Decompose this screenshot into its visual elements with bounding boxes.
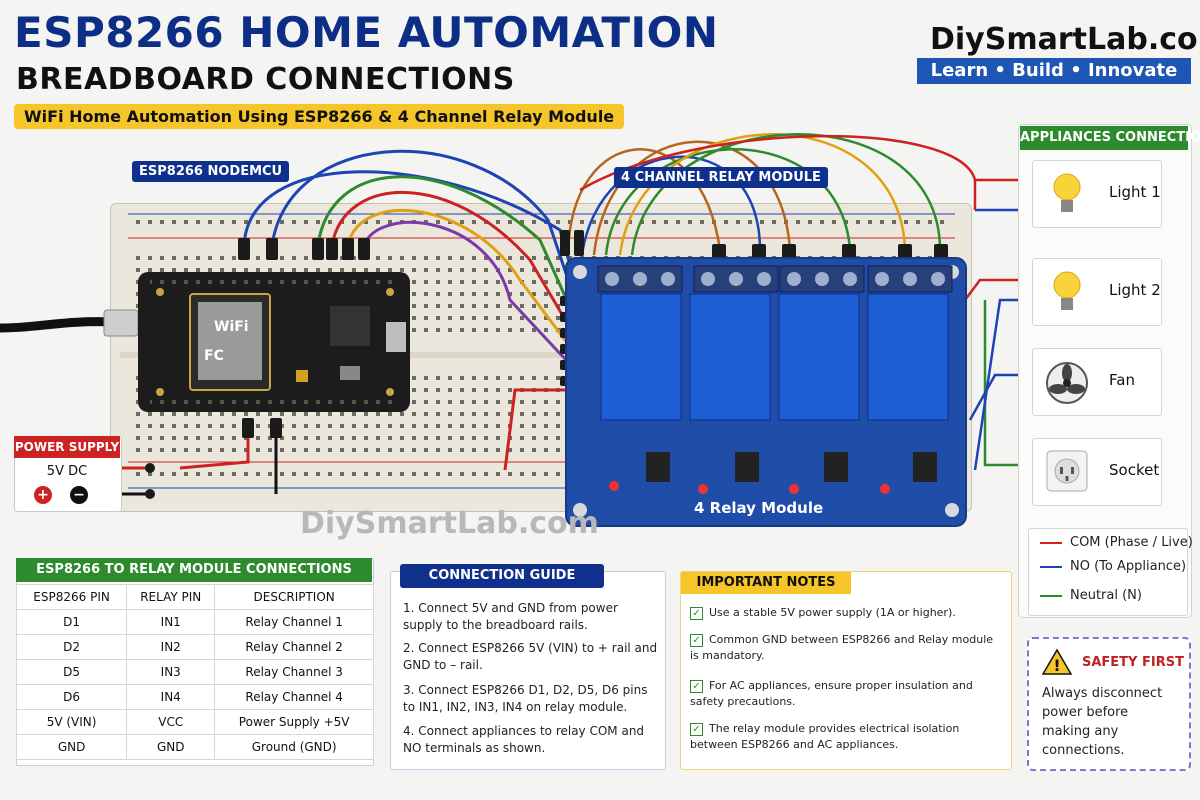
table-cell: Relay Channel 1 (214, 609, 374, 635)
table-cell: IN2 (126, 634, 216, 660)
table-cell: GND (126, 734, 216, 760)
page-title: ESP8266 HOME AUTOMATION (14, 8, 719, 57)
brand-tagline: Learn • Build • Innovate (917, 58, 1191, 84)
table-cell: IN3 (126, 659, 216, 685)
legend-item: Neutral (N) (1040, 588, 1142, 603)
legend-item: NO (To Appliance) (1040, 559, 1186, 574)
appliance-light-1: Light 1 (1032, 160, 1162, 228)
relay-module (565, 257, 967, 527)
fan-icon (1046, 362, 1088, 404)
table-cell: GND (15, 734, 128, 760)
table-row: D6 IN4 Relay Channel 4 (15, 684, 374, 710)
power-supply-voltage: 5V DC (46, 464, 88, 479)
check-icon: ✓ (690, 680, 703, 693)
table-cell: Power Supply +5V (214, 709, 374, 735)
table-row: D2 IN2 Relay Channel 2 (15, 634, 374, 660)
table-cell: D6 (15, 684, 128, 710)
appliances-heading: APPLIANCES CONNECTION (1020, 126, 1200, 150)
safety-text: Always disconnect power before making an… (1042, 686, 1163, 758)
note-item: ✓Use a stable 5V power supply (1A or hig… (690, 605, 1002, 621)
guide-step: 4. Connect appliances to relay COM and N… (403, 724, 645, 755)
socket-icon (1046, 450, 1088, 492)
table-cell: D5 (15, 659, 128, 685)
column-header: ESP8266 PIN (15, 584, 128, 610)
watermark: DiySmartLab.com (300, 506, 599, 541)
svg-text:!: ! (1053, 656, 1060, 675)
table-cell: Relay Channel 4 (214, 684, 374, 710)
connections-table-heading: ESP8266 TO RELAY MODULE CONNECTIONS (16, 558, 372, 582)
table-cell: 5V (VIN) (15, 709, 128, 735)
relay-module-label: 4 CHANNEL RELAY MODULE (614, 167, 828, 188)
table-cell: Relay Channel 3 (214, 659, 374, 685)
appliance-label: Light 1 (1109, 183, 1161, 201)
connections-table: ESP8266 PIN RELAY PIN DESCRIPTION D1 IN1… (15, 584, 374, 760)
table-cell: IN1 (126, 609, 216, 635)
appliance-label: Socket (1109, 461, 1160, 479)
esp8266-label: ESP8266 NODEMCU (132, 161, 290, 182)
relay-board-label: 4 Relay Module (694, 499, 823, 517)
minus-terminal-icon: − (70, 486, 88, 504)
connection-guide-heading: CONNECTION GUIDE (400, 564, 604, 588)
fc-mark: FC (204, 348, 224, 364)
table-cell: D2 (15, 634, 128, 660)
warning-icon: ! (1042, 648, 1072, 675)
table-row: 5V (VIN) VCC Power Supply +5V (15, 709, 374, 735)
check-icon: ✓ (690, 723, 703, 736)
appliance-socket: Socket (1032, 438, 1162, 506)
column-header: DESCRIPTION (214, 584, 374, 610)
table-row: D5 IN3 Relay Channel 3 (15, 659, 374, 685)
signal-wires (242, 149, 582, 471)
appliance-light-2: Light 2 (1032, 258, 1162, 326)
esp8266-board (138, 272, 410, 412)
guide-step: 3. Connect ESP8266 D1, D2, D5, D6 pins t… (403, 683, 648, 714)
appliance-fan: Fan (1032, 348, 1162, 416)
important-notes-panel (680, 571, 1012, 770)
column-header: RELAY PIN (126, 584, 216, 610)
bulb-icon (1053, 173, 1081, 212)
wiring-diagram: WiFi FC (0, 133, 1030, 527)
table-row: GND GND Ground (GND) (15, 734, 374, 760)
safety-heading: SAFETY FIRST (1082, 655, 1184, 670)
wifi-mark: WiFi (214, 319, 249, 335)
brand-name: DiySmartLab.com (930, 22, 1200, 57)
table-cell: VCC (126, 709, 216, 735)
guide-step: 2. Connect ESP8266 5V (VIN) to + rail an… (403, 641, 658, 672)
power-supply-heading: POWER SUPPLY (14, 436, 120, 458)
note-item: ✓For AC appliances, ensure proper insula… (690, 679, 973, 708)
bulb-icon (1053, 271, 1081, 310)
appliance-label: Light 2 (1109, 281, 1161, 299)
note-item: ✓The relay module provides electrical is… (690, 722, 960, 751)
table-cell: Relay Channel 2 (214, 634, 374, 660)
subtitle-banner: WiFi Home Automation Using ESP8266 & 4 C… (14, 104, 625, 129)
check-icon: ✓ (690, 634, 703, 647)
important-notes-heading: IMPORTANT NOTES (681, 572, 851, 594)
plus-terminal-icon: + (34, 486, 52, 504)
table-header-row: ESP8266 PIN RELAY PIN DESCRIPTION (15, 584, 374, 610)
table-cell: D1 (15, 609, 128, 635)
check-icon: ✓ (690, 607, 703, 620)
note-item: ✓Common GND between ESP8266 and Relay mo… (690, 633, 994, 662)
table-cell: IN4 (126, 684, 216, 710)
page-subtitle: BREADBOARD CONNECTIONS (16, 62, 515, 97)
table-cell: Ground (GND) (214, 734, 374, 760)
appliance-label: Fan (1109, 371, 1135, 389)
legend-item: COM (Phase / Live) (1040, 535, 1193, 550)
usb-cable (0, 309, 139, 337)
guide-step: 1. Connect 5V and GND from power supply … (403, 601, 618, 632)
table-row: D1 IN1 Relay Channel 1 (15, 609, 374, 635)
